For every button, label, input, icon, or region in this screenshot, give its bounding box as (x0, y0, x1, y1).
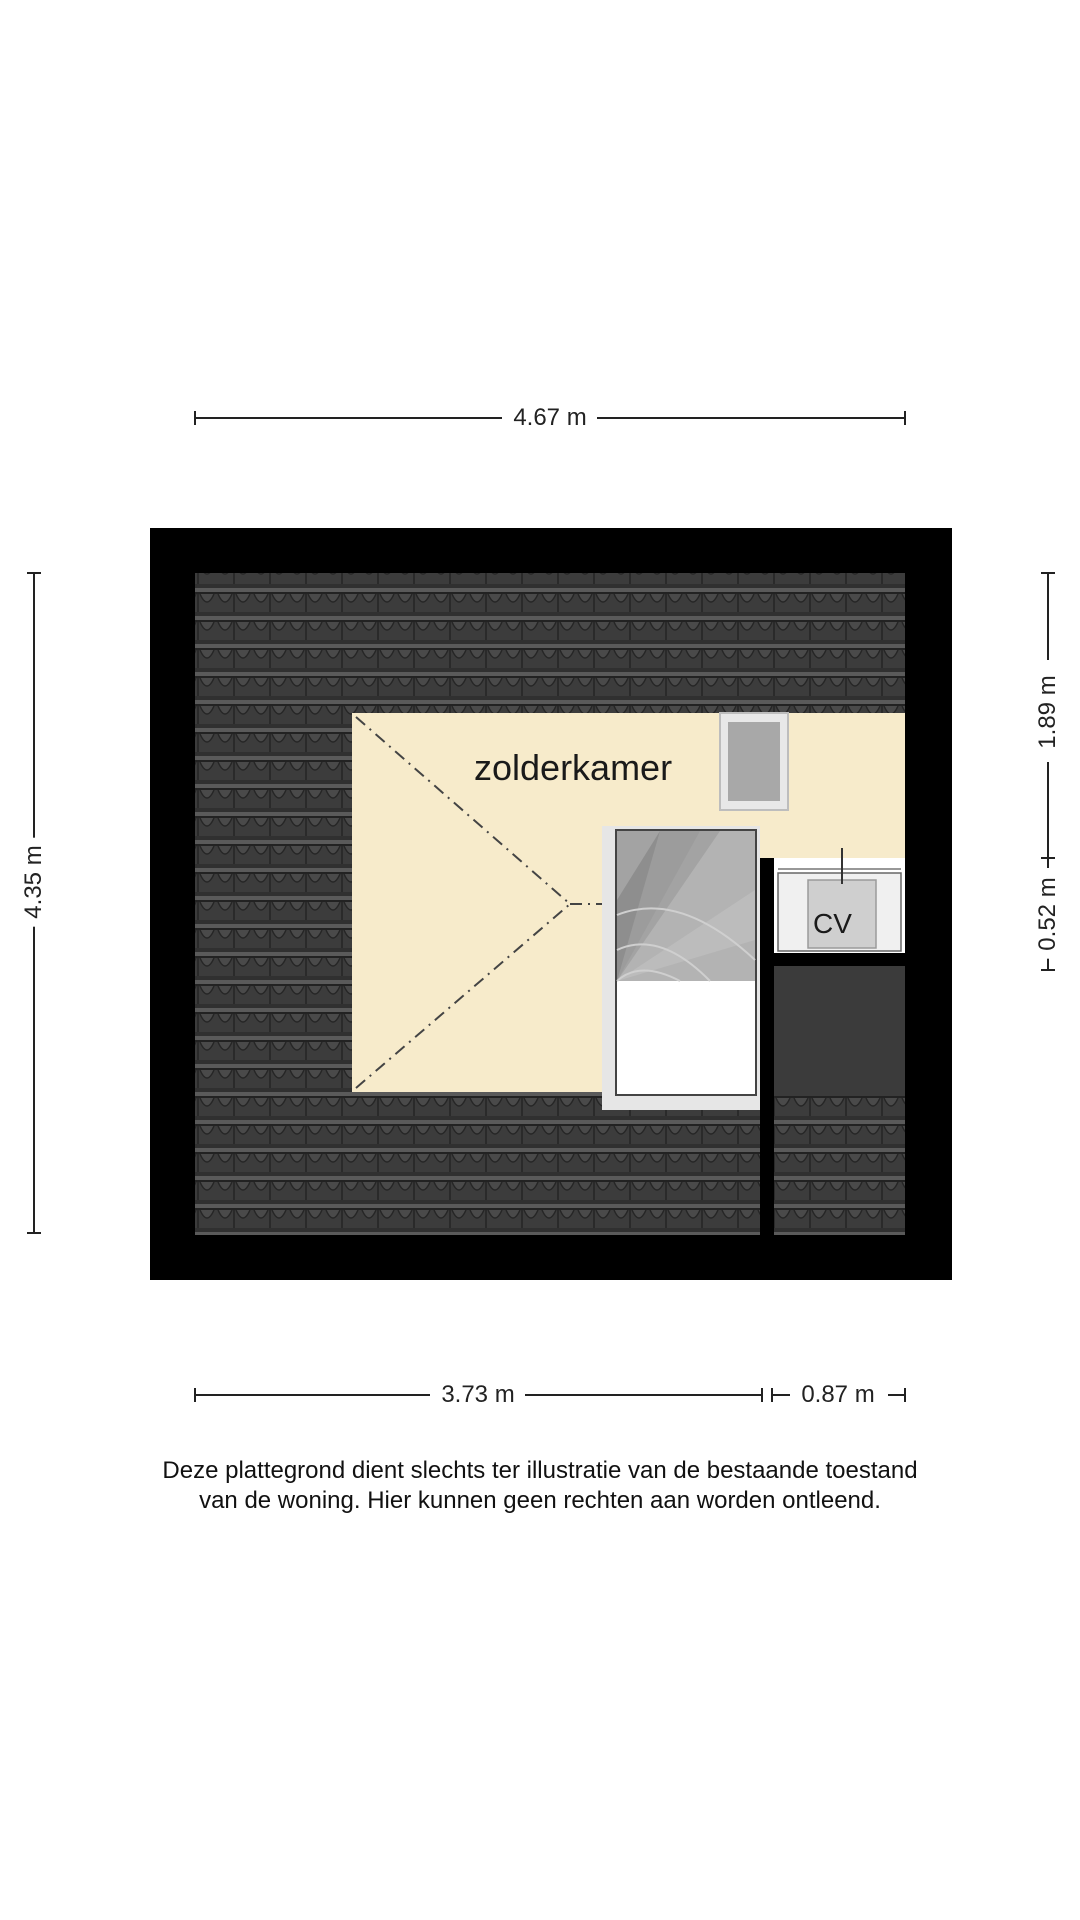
dimension-left (27, 572, 41, 1234)
room-label-attic: zolderkamer (474, 747, 673, 788)
cv-cupboard (774, 848, 905, 958)
dimension-bottom-left-label: 3.73 m (433, 1381, 523, 1409)
room-label-cv: CV (813, 908, 852, 939)
dimension-bottom-right-label: 0.87 m (793, 1381, 883, 1409)
dimension-right (1041, 572, 1055, 971)
partition-wall (760, 858, 774, 1235)
dark-storage (774, 966, 905, 1096)
dimension-left-label: 4.35 m (20, 837, 48, 927)
dimension-right-upper-label: 1.89 m (1034, 667, 1062, 757)
dimension-bottom (194, 1388, 906, 1402)
dimension-top (194, 411, 906, 425)
stair-treads (616, 831, 756, 982)
cv-wall (774, 953, 905, 966)
disclaimer-line-2: van de woning. Hier kunnen geen rechten … (199, 1487, 881, 1514)
dimension-right-lower-label: 0.52 m (1034, 869, 1062, 959)
skylight (719, 712, 789, 811)
disclaimer-line-1: Deze plattegrond dient slechts ter illus… (162, 1457, 918, 1484)
dimension-top-label: 4.67 m (505, 404, 595, 432)
disclaimer: Deze plattegrond dient slechts ter illus… (0, 1456, 1080, 1516)
